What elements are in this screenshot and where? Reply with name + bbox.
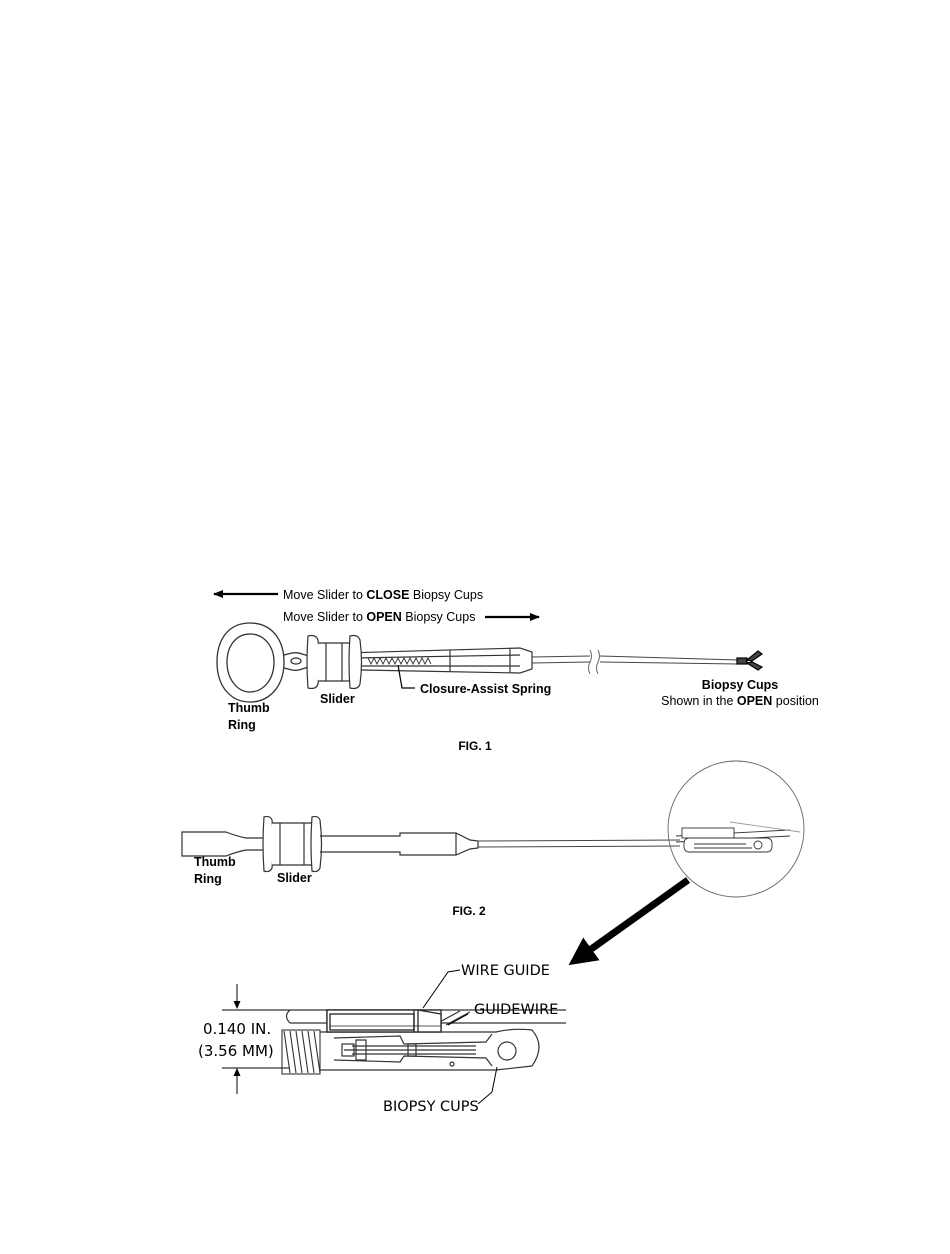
threaded-coil [282,1030,320,1074]
slider-fig2 [263,816,322,871]
spring-label: Closure-Assist Spring [420,682,551,696]
thumb-ring-fig1 [217,623,309,702]
biopsy-cups-label-fig1: Biopsy Cups [702,678,778,692]
thumb-ring-fig2 [182,832,264,856]
catheter-shaft-fig1 [532,650,738,674]
catheter-shaft-fig2 [478,840,680,847]
fig2-caption: FIG. 2 [452,904,486,918]
dimension-mm: (3.56 MM) [198,1042,274,1060]
slider-label-fig1: Slider [320,692,355,706]
fig1-caption: FIG. 1 [458,739,492,753]
open-instruction: Move Slider to OPEN Biopsy Cups [283,610,475,624]
detail-callout-arrow [580,880,688,957]
wire-guide-leader [423,970,460,1008]
biopsy-cups-tip-fig1 [737,651,762,670]
biopsy-cups-note-fig1: Shown in the OPEN position [661,694,819,708]
thumb-ring-label-fig2: Thumb Ring [194,855,239,886]
wire-guide-label: WIRE GUIDE [461,963,550,979]
guidewire-label: GUIDEWIRE [474,1002,558,1018]
thumb-ring-label-fig1: Thumb Ring [228,701,273,732]
spring-leader-line [398,665,415,688]
dimension-inches: 0.140 IN. [203,1020,271,1038]
fig2: Thumb Ring Slider FIG. 2 [182,761,804,957]
slider-label-fig2: Slider [277,871,312,885]
detail-view: 0.140 IN. (3.56 MM) [198,963,566,1115]
closure-assist-spring-fig1 [368,658,431,664]
biopsy-cups-label-detail: BIOPSY CUPS [383,1099,479,1115]
dimension-indicator [222,984,290,1094]
close-instruction: Move Slider to CLOSE Biopsy Cups [283,588,483,602]
slider-fig1 [307,636,362,689]
biopsy-cups-leader [478,1067,497,1104]
fig1: Move Slider to CLOSE Biopsy Cups Move Sl… [214,588,819,753]
biopsy-cups-jaw [320,1029,539,1070]
detail-magnifier-content [676,822,800,852]
wire-guide-block [327,1010,441,1032]
handle-body-fig2 [320,833,478,855]
